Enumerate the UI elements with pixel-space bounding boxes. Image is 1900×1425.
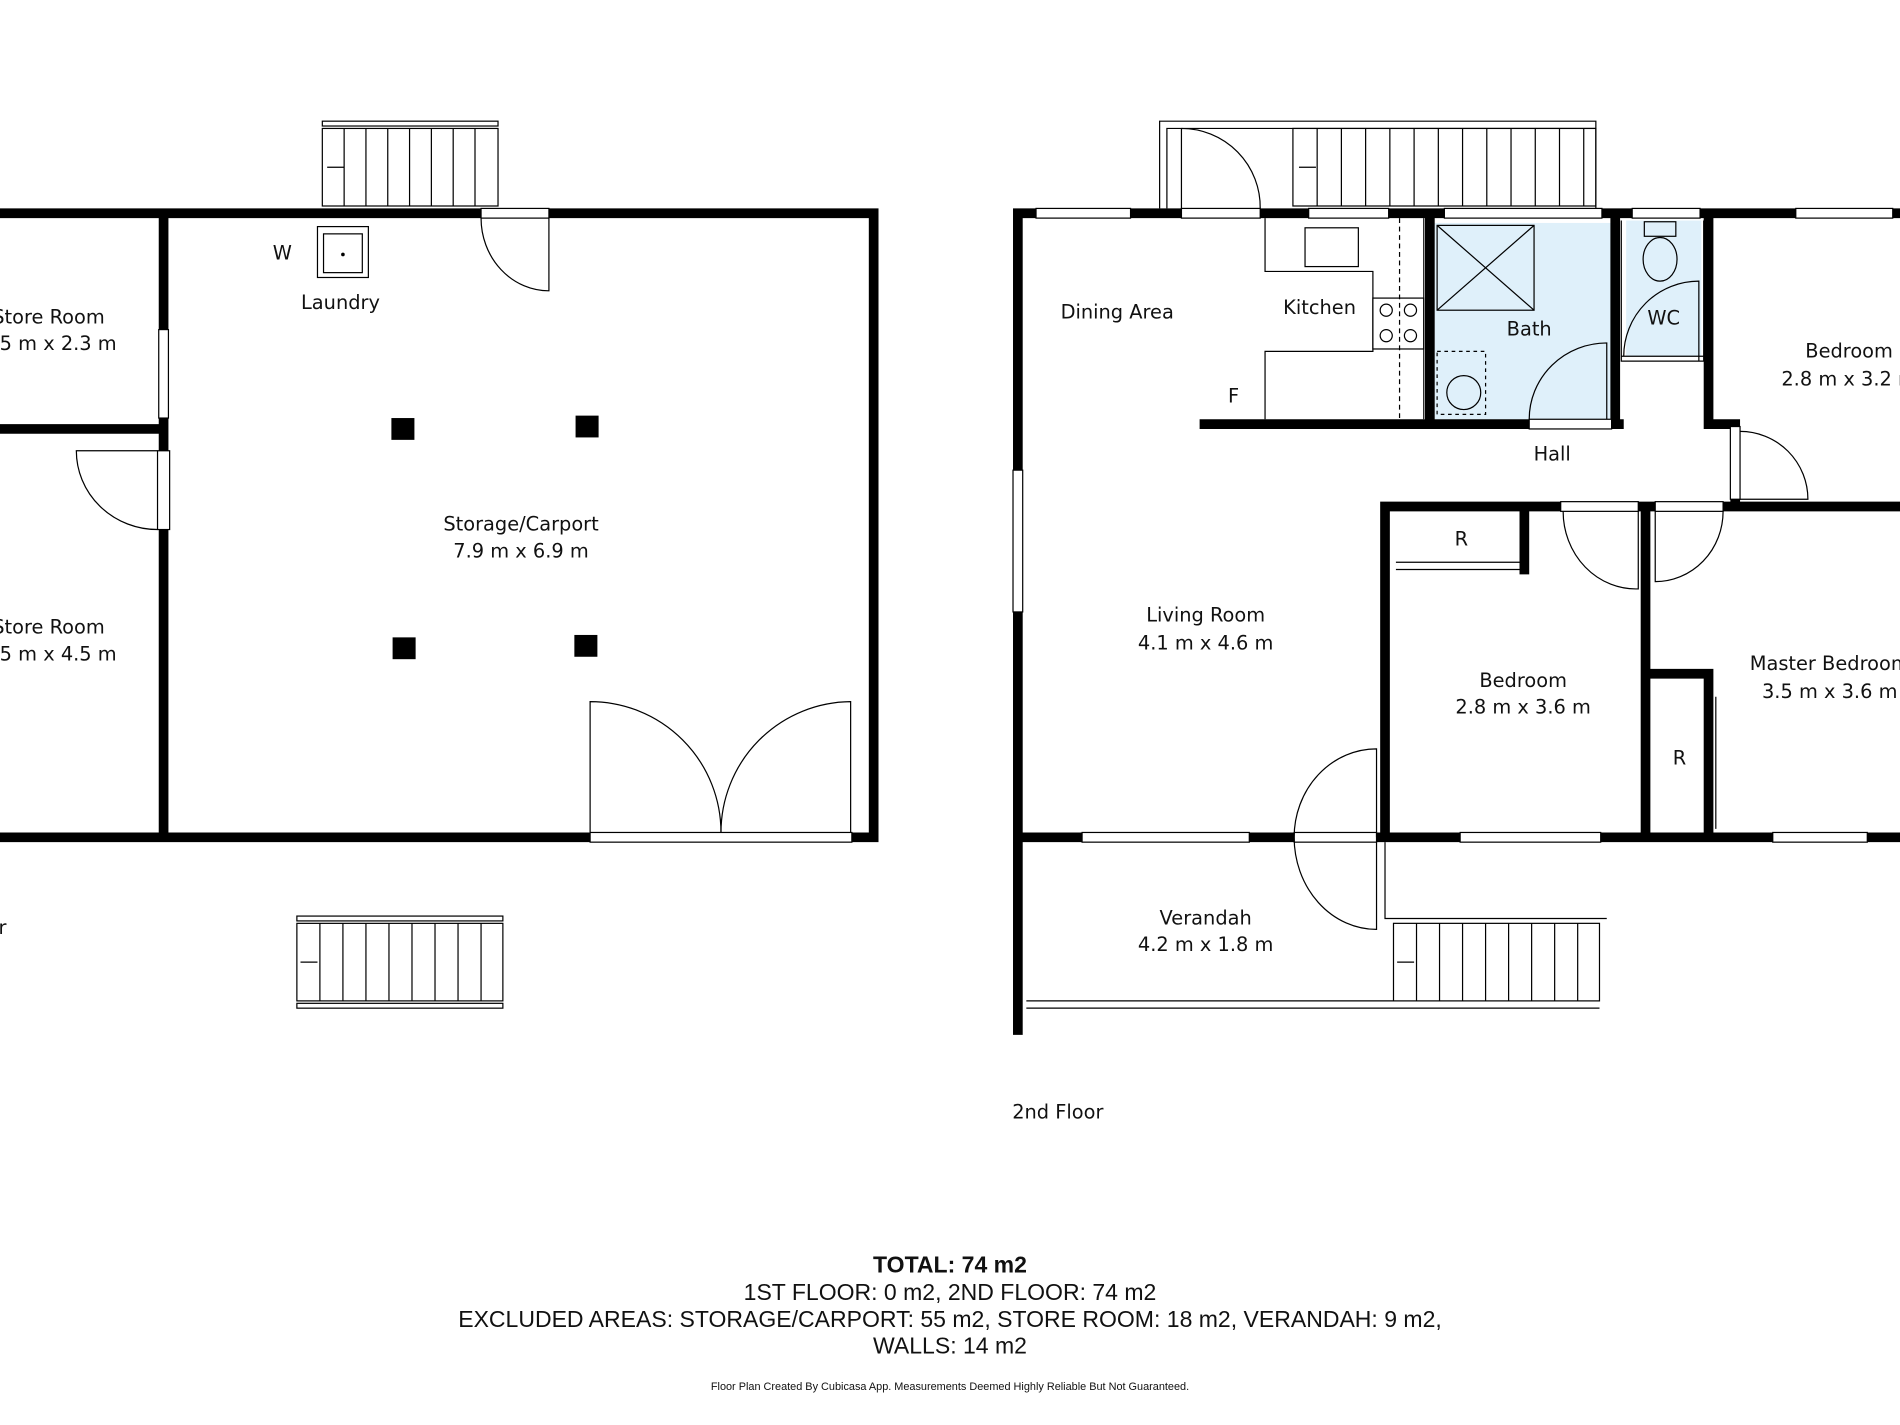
- room-name: WC: [1647, 307, 1680, 330]
- door-store-room: [75, 450, 158, 531]
- window: [158, 328, 170, 419]
- room-name: Storage/Carport: [443, 513, 599, 536]
- door-carport-left: [589, 700, 722, 833]
- wall: [0, 208, 879, 843]
- door-carport-right: [720, 700, 852, 833]
- column: [574, 634, 598, 657]
- door-master: [1654, 511, 1724, 583]
- room-name: Kitchen: [1283, 296, 1356, 319]
- walls-area: WALLS: 14 m2: [873, 1333, 1027, 1359]
- second-floor-plan: Dining Area Kitchen Bath WC Bedroom 2.8 …: [1012, 120, 1900, 1123]
- laundry-sink-icon: [316, 225, 369, 279]
- room-name: Store Room: [0, 306, 105, 329]
- door-bedroom2: [1562, 511, 1639, 590]
- door-laundry: [480, 218, 550, 292]
- room-name: Bath: [1507, 318, 1552, 341]
- first-floor-plan: Store Room 5 m x 2.3 m Store Room 5 m x …: [0, 120, 879, 1009]
- excluded-areas: EXCLUDED AREAS: STORAGE/CARPORT: 55 m2, …: [458, 1306, 1442, 1332]
- room-dims: 4.1 m x 4.6 m: [1138, 631, 1273, 654]
- room-name: Master Bedroom: [1750, 652, 1900, 675]
- room-name: Dining Area: [1061, 301, 1174, 324]
- kitchen-sink-icon: [1304, 227, 1359, 268]
- room-name: Laundry: [301, 291, 380, 314]
- total-area: TOTAL: 74 m2: [873, 1251, 1027, 1277]
- room-dims: 2.8 m x 3.6 m: [1455, 696, 1590, 719]
- floor-areas: 1ST FLOOR: 0 m2, 2ND FLOOR: 74 m2: [744, 1279, 1157, 1305]
- room-dims: 4.2 m x 1.8 m: [1138, 933, 1273, 956]
- floor-label: 2nd Floor: [1012, 1100, 1103, 1123]
- room-dims: 2.8 m x 3.2 m: [1781, 367, 1900, 390]
- robe-mark: R: [1673, 747, 1686, 770]
- bath-area: [1434, 222, 1612, 420]
- room-dims: 3.5 m x 3.6 m: [1762, 680, 1897, 703]
- stairs-bottom: [296, 915, 504, 1009]
- stairs-top: [321, 120, 499, 207]
- column: [392, 637, 416, 660]
- shower-icon: [1436, 224, 1535, 311]
- vanity-icon: [1436, 350, 1487, 416]
- floor-label: r: [0, 916, 6, 939]
- room-dims: 5 m x 2.3 m: [0, 332, 117, 355]
- kitchen-counter: [1264, 218, 1425, 420]
- room-dims: 7.9 m x 6.9 m: [453, 539, 588, 562]
- washer-mark: W: [273, 241, 292, 264]
- verandah-railing: [1026, 842, 1607, 1009]
- column: [575, 415, 599, 438]
- door-bedroom: [1740, 430, 1809, 500]
- disclaimer: Floor Plan Created By Cubicasa App. Meas…: [711, 1381, 1189, 1393]
- window: [1035, 207, 1132, 219]
- room-name: Verandah: [1160, 907, 1252, 930]
- room-name: Living Room: [1146, 604, 1265, 627]
- room-name: Store Room: [0, 616, 105, 639]
- door-opening: [480, 207, 550, 219]
- toilet-icon: [1642, 221, 1678, 282]
- stove-icon: [1372, 297, 1425, 350]
- door-wc: [1623, 280, 1700, 362]
- room-name: Bedroom: [1805, 339, 1893, 362]
- robe-mark: R: [1455, 527, 1468, 550]
- stairs-top: [1159, 120, 1597, 214]
- room-name: Bedroom: [1479, 669, 1567, 692]
- column: [391, 418, 415, 440]
- area-summary: TOTAL: 74 m2 1ST FLOOR: 0 m2, 2ND FLOOR:…: [458, 1251, 1442, 1393]
- door-verandah: [1293, 748, 1378, 931]
- stairs-verandah: [1392, 922, 1601, 1002]
- room-dims: 5 m x 4.5 m: [0, 642, 117, 665]
- room-name: Hall: [1534, 442, 1571, 465]
- door-bath: [1528, 342, 1608, 420]
- fridge-mark: F: [1228, 384, 1239, 407]
